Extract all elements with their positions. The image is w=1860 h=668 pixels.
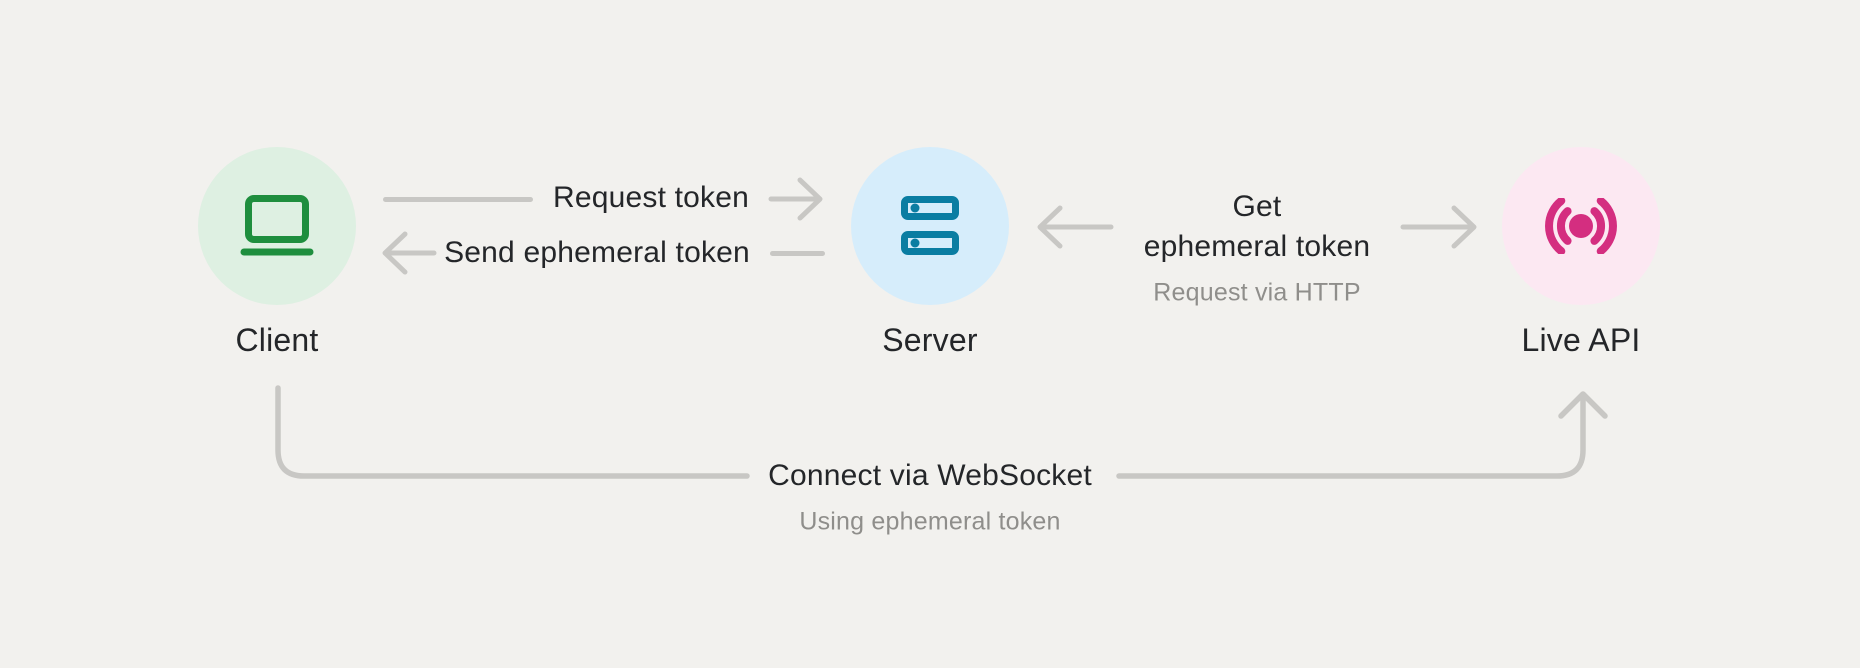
server-circle	[851, 147, 1009, 305]
get-ephemeral-token-label-line2: ephemeral token	[1143, 230, 1371, 263]
get-ephemeral-token-label-line1: Get	[1232, 190, 1282, 223]
send-ephemeral-token-label: Send ephemeral token	[444, 236, 750, 269]
arrow-left-icon	[1037, 205, 1114, 249]
node-label-client: Client	[235, 322, 319, 358]
request-token-line	[383, 197, 533, 202]
node-label-live-api: Live API	[1521, 322, 1641, 358]
server-icon	[901, 195, 959, 255]
broadcast-icon	[1545, 198, 1617, 254]
arrow-up-icon	[1558, 391, 1608, 419]
arrow-right-icon	[1400, 205, 1477, 249]
get-ephemeral-token-sublabel: Request via HTTP	[1153, 278, 1361, 307]
request-token-label: Request token	[552, 181, 750, 214]
node-client: Client	[177, 147, 377, 359]
arrow-left-icon	[382, 231, 437, 275]
client-circle	[198, 147, 356, 305]
send-ephemeral-token-line	[770, 251, 825, 256]
connect-websocket-sublabel: Using ephemeral token	[799, 507, 1061, 536]
connect-websocket-label: Connect via WebSocket	[768, 459, 1092, 492]
node-server: Server	[830, 147, 1030, 359]
node-live-api: Live API	[1481, 147, 1681, 359]
get-ephemeral-token-label: Get ephemeral token	[1144, 187, 1370, 267]
live-api-circle	[1502, 147, 1660, 305]
arrow-right-icon	[768, 177, 823, 221]
node-label-server: Server	[882, 322, 978, 358]
websocket-connector-path	[275, 385, 1608, 479]
laptop-icon	[240, 195, 314, 256]
